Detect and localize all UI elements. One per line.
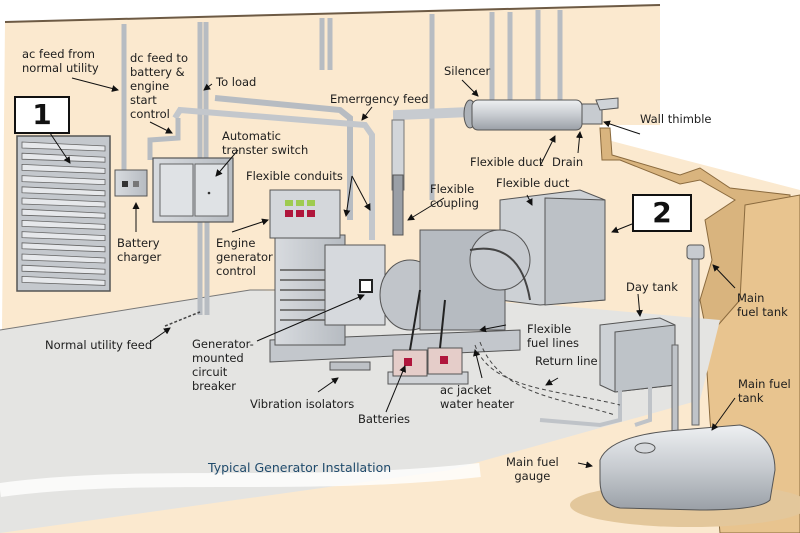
louver-slat <box>21 242 106 253</box>
battery-charger <box>114 169 148 197</box>
label-engine-generator-control: Engine generator control <box>216 236 273 278</box>
label-vibration-isolators: Vibration isolators <box>250 397 355 411</box>
callout-2: 2 <box>632 194 692 232</box>
label-flexible-conduits: Flexible conduits <box>246 169 343 183</box>
louver-slat <box>21 175 106 186</box>
diagram-title: Typical Generator Installation <box>208 460 392 475</box>
floor <box>0 290 720 533</box>
label-return-line: Return line <box>535 354 598 368</box>
louver-vent <box>16 135 111 292</box>
vent-cap <box>686 244 705 260</box>
louver-slat <box>21 219 106 230</box>
louver-slat <box>21 186 106 197</box>
label-flexible-fuel-lines: Flexible fuel lines <box>527 322 580 350</box>
label-flexible-duct-radiator: Flexible duct <box>496 176 570 190</box>
wall-conduits <box>121 10 563 315</box>
label-flexible-coupling: Flexible coupling <box>430 182 479 210</box>
label-to-load: To load <box>216 75 257 89</box>
louver-slat <box>21 208 106 219</box>
label-batteries: Batteries <box>358 412 411 426</box>
flexible-coupling <box>392 174 404 236</box>
conduit-emergency <box>172 106 375 240</box>
louver-slat <box>21 264 106 275</box>
automatic-transfer-switch <box>152 157 234 223</box>
label-flexible-duct-silencer: Flexible duct <box>470 155 544 169</box>
label-silencer: Silencer <box>444 64 491 78</box>
ceiling-edge <box>4 4 661 23</box>
louver-slat <box>21 275 106 286</box>
louver-slat <box>21 152 106 163</box>
leader-lines <box>47 77 736 469</box>
day-tank <box>539 317 676 428</box>
main-fuel-tank <box>570 424 800 527</box>
engine-generator-set <box>269 189 531 363</box>
label-ac-feed: ac feed from normal utility <box>22 47 99 75</box>
label-ac-jacket-water-heater: ac jacket water heater <box>440 383 515 411</box>
label-drain: Drain <box>552 155 584 169</box>
radiator-duct <box>499 189 606 306</box>
fuel-return-lines <box>474 344 621 406</box>
conduit-to-load <box>214 95 353 220</box>
label-main-fuel-tank-vent: Main fuel tank <box>737 291 788 319</box>
label-day-tank: Day tank <box>626 280 678 294</box>
label-normal-utility-feed: Normal utility feed <box>45 338 153 352</box>
vibration-isolator <box>329 361 371 371</box>
label-automatic-transfer-switch: Automatic transter switch <box>222 129 309 157</box>
label-wall-thimble: Wall thimble <box>640 112 712 126</box>
label-dc-feed: dc feed to battery & engine start contro… <box>130 51 188 121</box>
louver-slat <box>21 231 106 242</box>
label-generator-circuit-breaker: Generator- mounted circuit breaker <box>192 337 254 393</box>
label-main-fuel-gauge: Main fuel gauge <box>506 455 559 483</box>
label-emergency-feed: Emerrgency feed <box>330 92 429 106</box>
louver-slat <box>21 141 106 152</box>
louver-slat <box>21 197 106 208</box>
callout-1: 1 <box>14 96 70 134</box>
louver-slat <box>21 163 106 174</box>
fuel-tank-vent-pipe <box>691 254 700 426</box>
label-main-fuel-tank: Main fuel tank <box>738 377 791 405</box>
label-battery-charger: Battery charger <box>117 236 162 264</box>
louver-slat <box>21 253 106 264</box>
batteries <box>387 289 469 385</box>
